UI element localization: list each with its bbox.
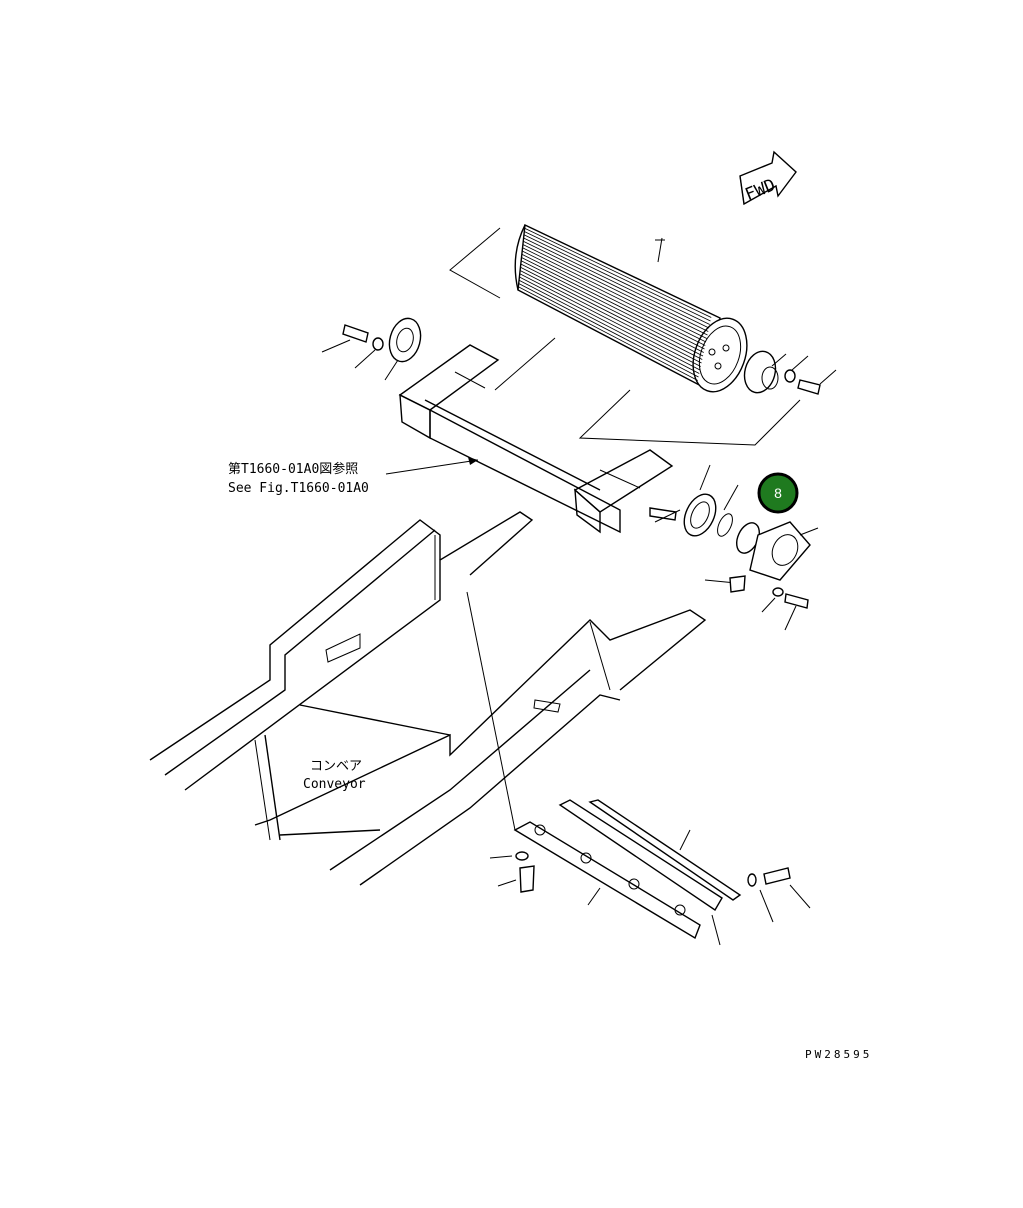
conveyor-main-frame bbox=[149, 511, 707, 886]
right-bearing-assembly bbox=[743, 350, 837, 395]
drum-rib bbox=[518, 279, 700, 374]
conveyor-label: コンベア Conveyor bbox=[303, 759, 366, 792]
drum-rib bbox=[522, 250, 707, 343]
left-bearing-assembly bbox=[321, 317, 422, 381]
drum-rib bbox=[518, 283, 699, 378]
drum-rib bbox=[520, 260, 704, 353]
reference-note-en: See Fig.T1660-01A0 bbox=[228, 481, 369, 496]
drum-rib bbox=[519, 270, 702, 364]
callout-8[interactable]: 8 bbox=[757, 472, 799, 514]
fwd-direction-arrow: FWD bbox=[739, 150, 797, 205]
drum-rib bbox=[519, 273, 701, 367]
drum-rib bbox=[523, 234, 710, 325]
drum-rib bbox=[520, 266, 703, 360]
lower-mounting-plates bbox=[489, 799, 811, 946]
reference-note-jp: 第T1660-01A0図参照 bbox=[228, 461, 358, 477]
drum-rib bbox=[518, 286, 698, 381]
drum-rib bbox=[520, 263, 704, 357]
assembly-bracket-lines bbox=[449, 227, 801, 446]
conveyor-roller-drum bbox=[514, 223, 748, 393]
drum-rib bbox=[522, 244, 708, 336]
drum-rib bbox=[524, 231, 711, 322]
drum-rib bbox=[521, 257, 705, 350]
conveyor-label-en: Conveyor bbox=[303, 777, 366, 792]
reference-note: 第T1660-01A0図参照 See Fig.T1660-01A0 bbox=[228, 457, 479, 496]
callout-number: 8 bbox=[774, 485, 782, 501]
cross-beam-frame bbox=[398, 344, 674, 534]
drum-rib bbox=[523, 240, 709, 332]
right-bearing-stack bbox=[649, 464, 819, 631]
drum-rib bbox=[521, 253, 706, 346]
conveyor-label-jp: コンベア bbox=[310, 759, 362, 774]
drum-rib bbox=[522, 247, 707, 339]
figure-code: PW28595 bbox=[805, 1048, 872, 1061]
drum-rib bbox=[524, 227, 712, 318]
fwd-label: FWD bbox=[742, 175, 778, 205]
drum-rib bbox=[519, 276, 701, 371]
drum-rib bbox=[523, 237, 710, 329]
